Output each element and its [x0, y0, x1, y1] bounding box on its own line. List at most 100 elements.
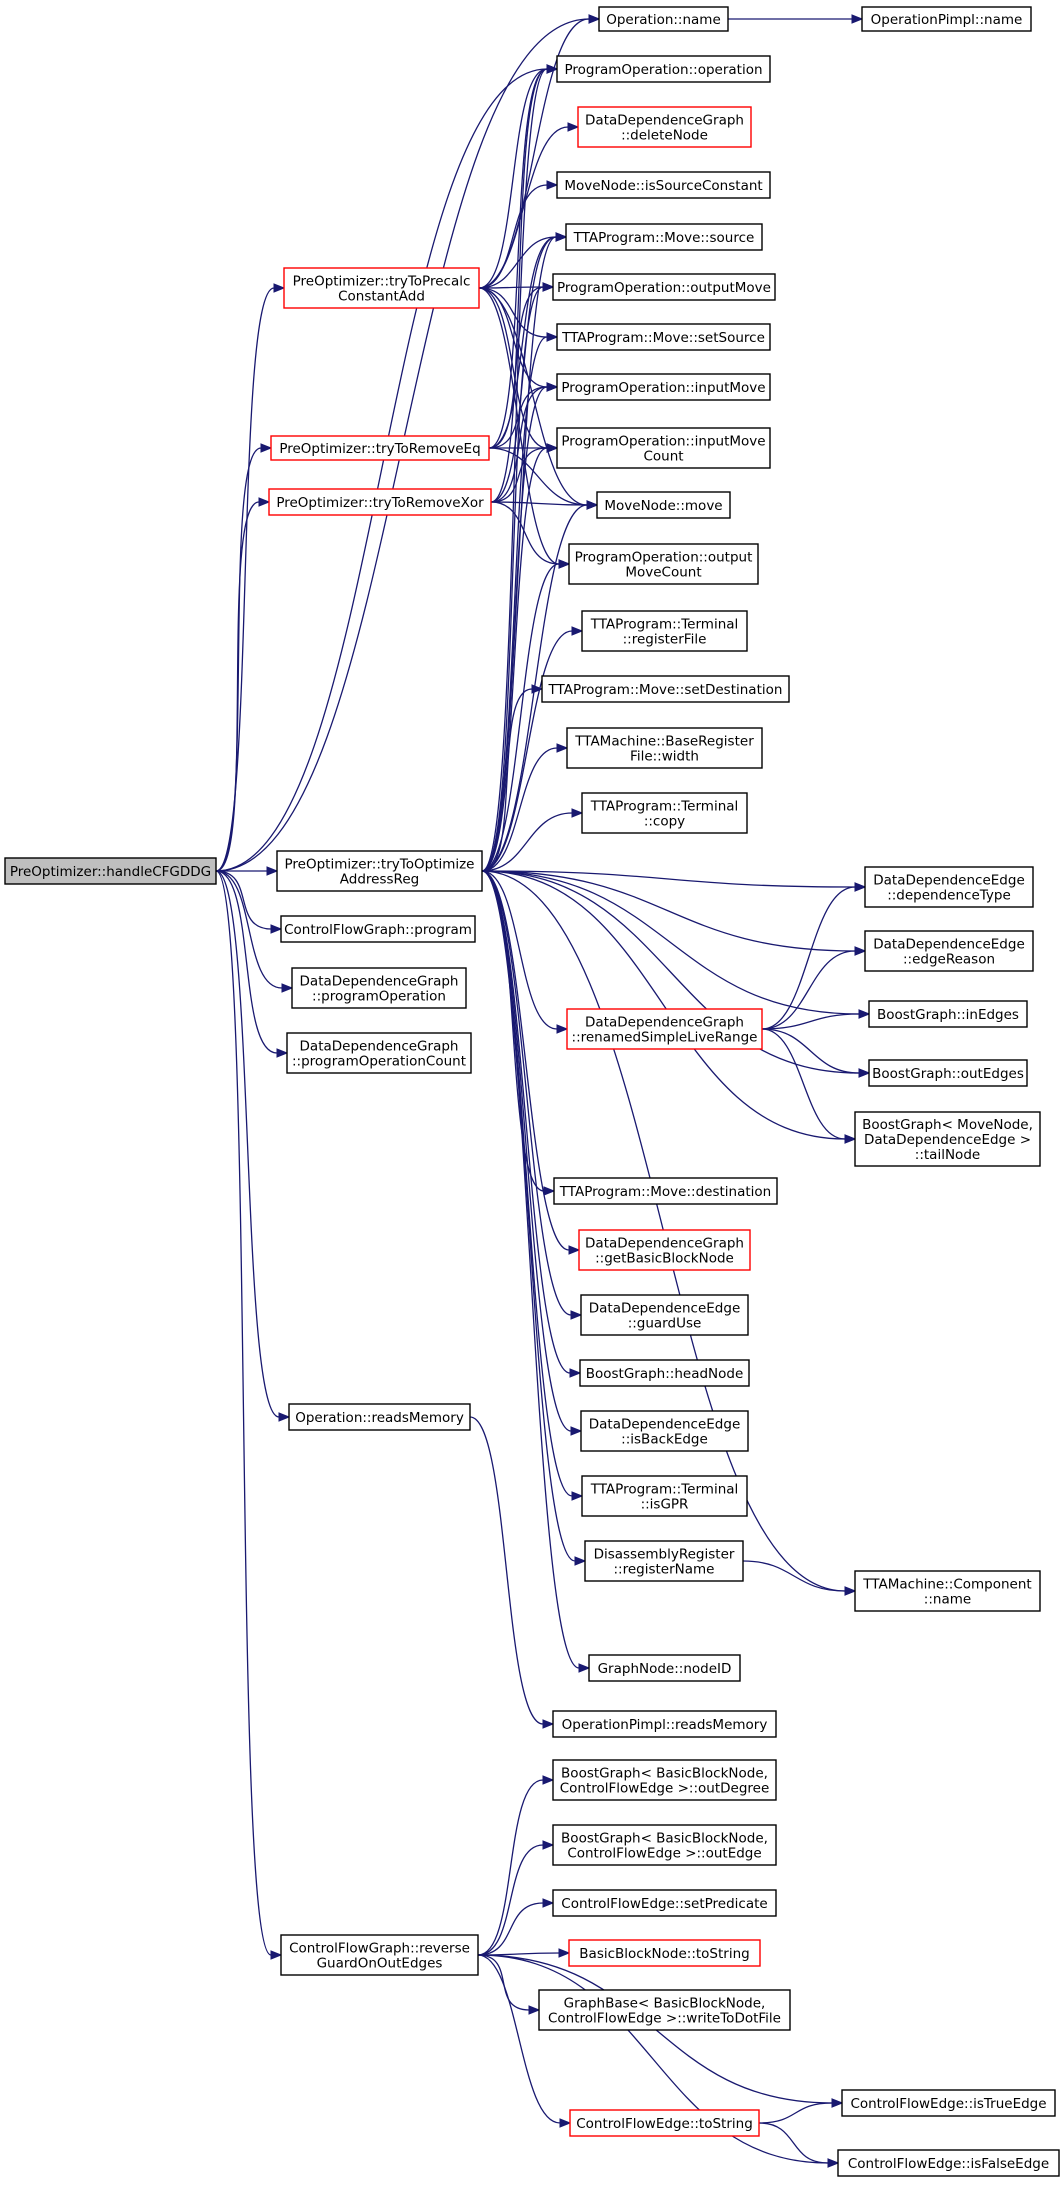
node-box[interactable] [598, 6, 729, 32]
node-mn-source-const[interactable]: MoveNode::isSourceConstant [556, 171, 771, 199]
node-prog-op-operation[interactable]: ProgramOperation::operation [556, 55, 771, 83]
node-dde-guard-use[interactable]: DataDependenceEdge::guardUse [580, 1294, 749, 1336]
node-gn-node-id[interactable]: GraphNode::nodeID [588, 1654, 741, 1682]
node-box[interactable] [581, 610, 748, 652]
node-box[interactable] [588, 1654, 741, 1682]
node-comp-name[interactable]: TTAMachine::Component::name [854, 1570, 1041, 1612]
node-cfe-to-string[interactable]: ControlFlowEdge::toString [569, 2109, 760, 2137]
node-box[interactable] [864, 930, 1034, 972]
node-box[interactable] [565, 223, 763, 251]
node-box[interactable] [553, 1177, 778, 1205]
node-bg-tail-node[interactable]: BoostGraph< MoveNode,DataDependenceEdge … [854, 1111, 1041, 1167]
node-box[interactable] [280, 915, 476, 943]
node-op-pimpl-name[interactable]: OperationPimpl::name [861, 6, 1032, 32]
node-gb-write-dot[interactable]: GraphBase< BasicBlockNode,ControlFlowEdg… [538, 1989, 791, 2031]
node-box[interactable] [841, 2089, 1056, 2117]
node-box[interactable] [291, 967, 467, 1009]
node-box[interactable] [864, 866, 1034, 908]
node-term-reg-file[interactable]: TTAProgram::Terminal::registerFile [581, 610, 748, 652]
node-renamed-slr[interactable]: DataDependenceGraph::renamedSimpleLiveRa… [566, 1008, 763, 1050]
node-term-copy[interactable]: TTAProgram::Terminal::copy [581, 792, 748, 834]
node-box[interactable] [276, 850, 483, 892]
node-box[interactable] [288, 1403, 471, 1431]
node-bg-in-edges[interactable]: BoostGraph::inEdges [868, 1000, 1028, 1028]
node-box[interactable] [854, 1111, 1041, 1167]
node-dis-reg-name[interactable]: DisassemblyRegister::registerName [584, 1540, 744, 1582]
node-box[interactable] [552, 273, 776, 301]
node-bbn-to-string[interactable]: BasicBlockNode::toString [568, 1939, 761, 1967]
node-remove-eq[interactable]: PreOptimizer::tryToRemoveEq [270, 435, 490, 461]
node-box[interactable] [581, 1475, 748, 1517]
node-box[interactable] [552, 1759, 777, 1801]
node-box[interactable] [283, 267, 480, 309]
node-op-pimpl-reads-mem[interactable]: OperationPimpl::readsMemory [552, 1710, 777, 1738]
node-cfg-program[interactable]: ControlFlowGraph::program [280, 915, 476, 943]
node-reads-memory[interactable]: Operation::readsMemory [288, 1403, 471, 1431]
node-box[interactable] [556, 55, 771, 83]
node-box[interactable] [861, 6, 1032, 32]
node-box[interactable] [581, 792, 748, 834]
node-box[interactable] [556, 373, 771, 401]
node-box[interactable] [868, 1059, 1028, 1087]
node-bg-out-degree[interactable]: BoostGraph< BasicBlockNode,ControlFlowEd… [552, 1759, 777, 1801]
node-term-is-gpr[interactable]: TTAProgram::Terminal::isGPR [581, 1475, 748, 1517]
node-ddg-get-bbnode[interactable]: DataDependenceGraph::getBasicBlockNode [578, 1229, 751, 1271]
node-box[interactable] [556, 323, 771, 351]
node-box[interactable] [578, 1229, 751, 1271]
node-box[interactable] [568, 1939, 761, 1967]
node-move-set-source[interactable]: TTAProgram::Move::setSource [556, 323, 771, 351]
node-move-set-dest[interactable]: TTAProgram::Move::setDestination [541, 675, 790, 703]
node-box[interactable] [556, 171, 771, 199]
node-box[interactable] [280, 1934, 479, 1976]
node-ddg-delete-node[interactable]: DataDependenceGraph::deleteNode [577, 106, 752, 148]
node-box[interactable] [552, 1824, 777, 1866]
node-move-dest[interactable]: TTAProgram::Move::destination [553, 1177, 778, 1205]
node-box[interactable] [566, 1008, 763, 1050]
node-box[interactable] [538, 1989, 791, 2031]
node-box[interactable] [580, 1294, 749, 1336]
node-box[interactable] [854, 1570, 1041, 1612]
node-op-name[interactable]: Operation::name [598, 6, 729, 32]
node-bg-head-node[interactable]: BoostGraph::headNode [579, 1359, 750, 1387]
node-box[interactable] [580, 1410, 749, 1452]
node-bg-out-edge[interactable]: BoostGraph< BasicBlockNode,ControlFlowEd… [552, 1824, 777, 1866]
node-box[interactable] [579, 1359, 750, 1387]
node-box[interactable] [552, 1889, 777, 1917]
node-mn-move[interactable]: MoveNode::move [596, 491, 731, 519]
node-box[interactable] [268, 488, 492, 516]
node-box[interactable] [4, 857, 217, 885]
node-cfe-is-false[interactable]: ControlFlowEdge::isFalseEdge [837, 2149, 1060, 2177]
node-box[interactable] [568, 543, 759, 585]
node-box[interactable] [868, 1000, 1028, 1028]
node-box[interactable] [566, 727, 763, 769]
node-box[interactable] [541, 675, 790, 703]
node-dde-is-back-edge[interactable]: DataDependenceEdge::isBackEdge [580, 1410, 749, 1452]
node-bg-out-edges[interactable]: BoostGraph::outEdges [868, 1059, 1028, 1087]
node-box[interactable] [556, 427, 771, 469]
node-box[interactable] [596, 491, 731, 519]
node-cfe-set-pred[interactable]: ControlFlowEdge::setPredicate [552, 1889, 777, 1917]
node-handle[interactable]: PreOptimizer::handleCFGDDG [4, 857, 217, 885]
node-prog-op-output-move[interactable]: ProgramOperation::outputMove [552, 273, 776, 301]
node-box[interactable] [552, 1710, 777, 1738]
node-box[interactable] [837, 2149, 1060, 2177]
node-remove-xor[interactable]: PreOptimizer::tryToRemoveXor [268, 488, 492, 516]
node-cfe-is-true[interactable]: ControlFlowEdge::isTrueEdge [841, 2089, 1056, 2117]
node-box[interactable] [569, 2109, 760, 2137]
node-dde-edge-reason[interactable]: DataDependenceEdge::edgeReason [864, 930, 1034, 972]
node-box[interactable] [286, 1032, 472, 1074]
node-ddg-prog-op-count[interactable]: DataDependenceGraph::programOperationCou… [286, 1032, 472, 1074]
node-move-source[interactable]: TTAProgram::Move::source [565, 223, 763, 251]
node-dde-dep-type[interactable]: DataDependenceEdge::dependenceType [864, 866, 1034, 908]
node-box[interactable] [270, 435, 490, 461]
node-box[interactable] [577, 106, 752, 148]
node-box[interactable] [584, 1540, 744, 1582]
node-ddg-prog-op[interactable]: DataDependenceGraph::programOperation [291, 967, 467, 1009]
node-prog-op-input-move[interactable]: ProgramOperation::inputMove [556, 373, 771, 401]
